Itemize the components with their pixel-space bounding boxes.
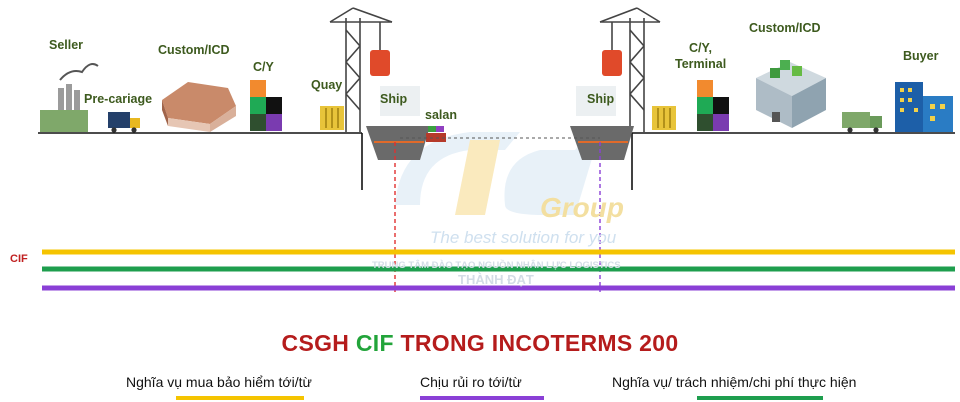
watermark-line1: TRUNG TÂM ĐÀO TẠO NGUỒN NHÂN LỰC LOGISTI…: [372, 260, 621, 271]
truck-right-icon: [842, 112, 882, 133]
warehouse-icon: [162, 82, 236, 132]
legend-risk-swatch: [420, 396, 544, 400]
label-ship-right: Ship: [587, 92, 615, 106]
label-seller: Seller: [49, 38, 84, 52]
container-stack-left: [250, 80, 282, 131]
label-quay: Quay: [311, 78, 343, 92]
watermark-line2: THÀNH ĐẠT: [458, 272, 534, 287]
seller-factory-icon: [40, 63, 99, 132]
title-part3: TRONG INCOTERMS 200: [393, 330, 679, 356]
title-part2: CIF: [355, 330, 394, 356]
crane-right-container: [602, 50, 622, 76]
label-cy-left: C/Y: [253, 60, 274, 74]
watermark-group: Group: [540, 192, 624, 223]
label-terminal: Terminal: [675, 57, 727, 71]
legend-obligation-swatch: [697, 396, 823, 400]
label-cy-right: C/Y,: [689, 41, 712, 55]
truck-icon: [108, 112, 140, 133]
customs-building-icon: [756, 60, 826, 128]
legend-risk-text: Chịu rủi ro tới/từ: [420, 374, 522, 390]
ship-left-icon: [366, 86, 430, 160]
legend-insurance-text: Nghĩa vụ mua bảo hiểm tới/từ: [126, 374, 312, 390]
crane-right-icon: [599, 7, 661, 132]
label-salan: salan: [425, 108, 457, 122]
label-custom-right: Custom/ICD: [749, 21, 821, 35]
ship-right-icon: [570, 86, 634, 160]
legend-insurance-swatch: [176, 396, 304, 400]
label-buyer: Buyer: [903, 49, 939, 63]
page-title: CSGH CIF TRONG INCOTERMS 200: [0, 330, 960, 357]
quay-icon: [320, 106, 344, 130]
label-custom-left: Custom/ICD: [158, 43, 230, 57]
ground-line: [38, 132, 955, 190]
title-part1: CSGH: [281, 330, 356, 356]
watermark-logo: [395, 132, 600, 215]
term-label-cif: CIF: [10, 253, 28, 265]
salan-barge-icon: [426, 126, 446, 142]
label-pre-carriage: Pre-cariage: [84, 92, 153, 106]
crane-left-icon: [329, 7, 393, 132]
legend-obligation-text: Nghĩa vụ/ trách nhiệm/chi phí thực hiện: [612, 374, 857, 390]
container-stack-right: [697, 80, 729, 131]
buyer-buildings-icon: [895, 82, 953, 132]
label-ship-left: Ship: [380, 92, 408, 106]
crane-left-container: [370, 50, 390, 76]
watermark-slogan: The best solution for you: [430, 228, 617, 247]
quay-right-icon: [652, 106, 676, 130]
